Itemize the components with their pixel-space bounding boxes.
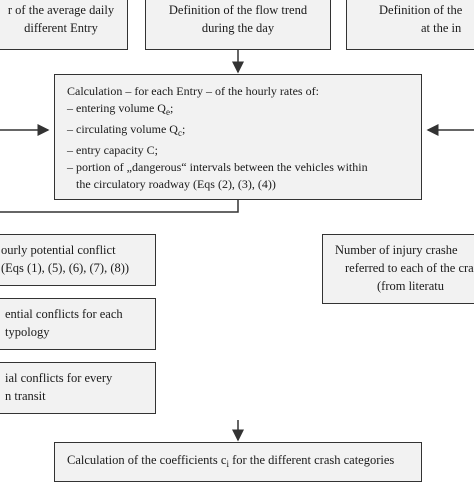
box-definition-right: Definition of the at the in (346, 0, 474, 50)
box-conflicts-every: ial conflicts for every n transit (0, 362, 156, 414)
box-definition-right-line-1: Definition of the (379, 3, 463, 17)
box-potential-conflicts-line-1: ential conflicts for each (5, 307, 123, 321)
box-calculation: Calculation – for each Entry – of the ho… (54, 74, 422, 200)
box-potential-conflicts: ential conflicts for each typology (0, 298, 156, 350)
box-flow-trend-line-2: during the day (201, 21, 275, 35)
box-injury-crashes: Number of injury crashe referred to each… (322, 234, 474, 304)
box-injury-crashes-line-1: Number of injury crashe (335, 243, 458, 257)
calc-title: Calculation – for each Entry – of the ho… (67, 84, 319, 98)
box-conflicts-every-line-2: n transit (5, 389, 46, 403)
box-definition-right-line-2: at the in (421, 21, 462, 35)
coeff-text: Calculation of the coefficients ci for t… (67, 453, 395, 469)
box-flow-trend-line-1: Definition of the flow trend (168, 3, 308, 17)
connector-calc-down-left (0, 200, 239, 213)
box-average-daily: r of the average daily different Entry (0, 0, 128, 50)
box-average-daily-line-2: different Entry (24, 21, 98, 35)
box-potential-conflicts-line-2: typology (5, 325, 50, 339)
box-flow-trend: Definition of the flow trend during the … (145, 0, 331, 50)
calc-item-capacity: – entry capacity C; (67, 143, 158, 157)
calc-item-dangerous: – portion of „dangerous“ intervals betwe… (67, 160, 368, 174)
box-hourly-conflict-line-1: ourly potential conflict (1, 243, 116, 257)
box-average-daily-line-1: r of the average daily (7, 3, 115, 17)
calc-item-entering: – entering volume Qe; (67, 101, 174, 117)
box-hourly-conflict: ourly potential conflict (Eqs (1), (5), … (0, 234, 156, 286)
box-coefficients: Calculation of the coefficients ci for t… (54, 442, 422, 482)
box-hourly-conflict-line-2: (Eqs (1), (5), (6), (7), (8)) (1, 261, 130, 275)
calc-item-dangerous-cont: the circulatory roadway (Eqs (2), (3), (… (67, 177, 276, 191)
box-injury-crashes-line-2: referred to each of the cras (345, 261, 474, 275)
box-injury-crashes-line-3: (from literatu (377, 279, 444, 293)
calc-item-circulating: – circulating volume Qc; (67, 122, 186, 138)
box-conflicts-every-line-1: ial conflicts for every (5, 371, 113, 385)
